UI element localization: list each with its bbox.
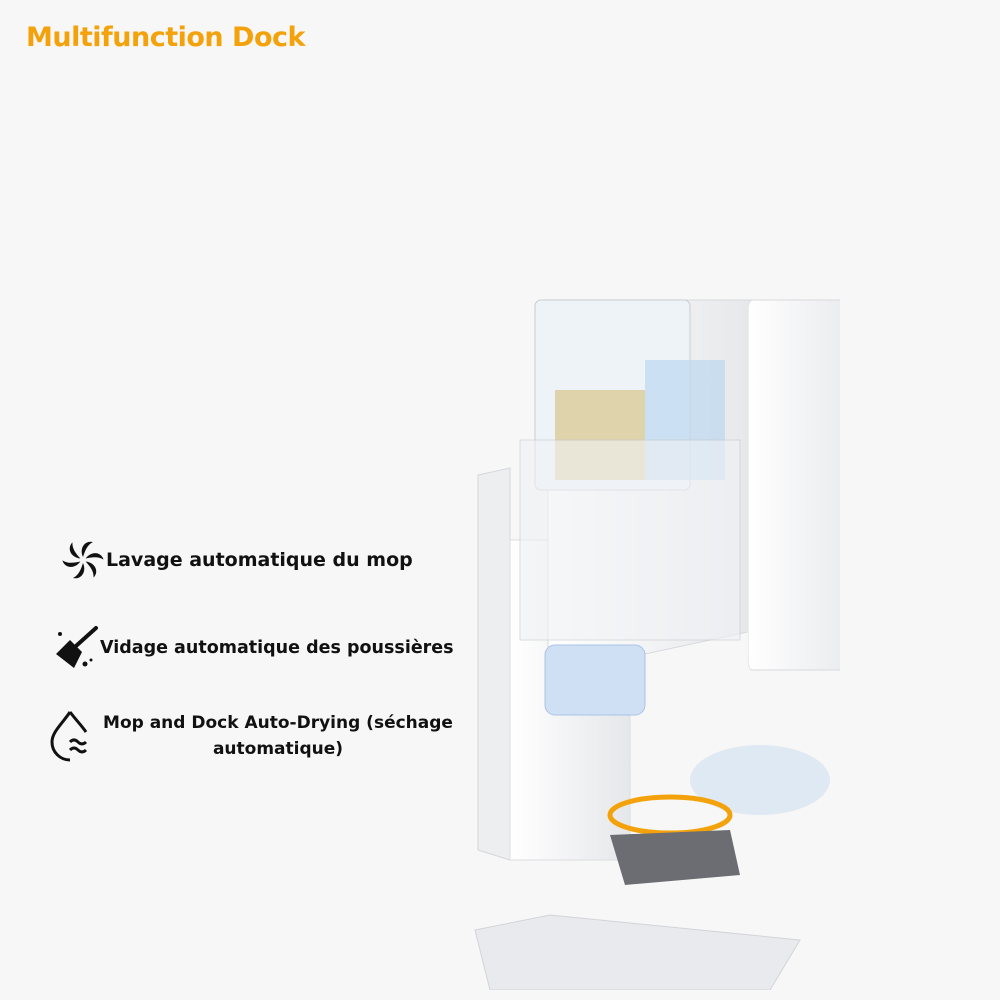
- feature-label: Vidage automatique des poussières: [100, 638, 454, 658]
- fan-icon: [62, 541, 104, 579]
- broom-icon: [56, 626, 98, 668]
- water-drop-icon: [50, 711, 88, 762]
- feature-label: Mop and Dock Auto-Drying (séchage automa…: [103, 713, 453, 759]
- feature-auto-drying: Mop and Dock Auto-Drying (séchage automa…: [48, 708, 458, 764]
- dock-exploded-view-image: [474, 299, 840, 990]
- feature-dust-emptying: Vidage automatique des poussières: [52, 624, 454, 672]
- page-title: Multifunction Dock: [26, 22, 305, 53]
- feature-mop-washing: Lavage automatique du mop: [60, 537, 413, 583]
- feature-label: Lavage automatique du mop: [106, 549, 413, 571]
